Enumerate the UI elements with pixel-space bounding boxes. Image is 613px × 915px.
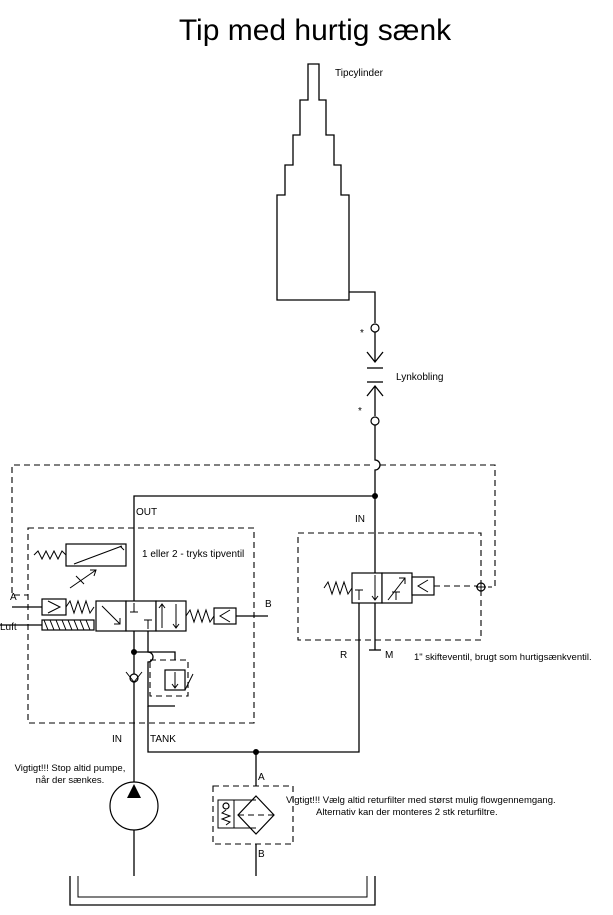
in-right-label: IN	[355, 514, 365, 525]
filter-warning-line-1: Vigtigt!!! Vælg altid returfilter med st…	[286, 795, 556, 806]
star-top-label: *	[360, 328, 364, 339]
pilot-line-left	[11, 464, 370, 596]
cylinder-line	[349, 291, 376, 323]
check-valve	[125, 671, 143, 683]
tank-icon	[69, 876, 376, 906]
in-left-label: IN	[112, 734, 122, 745]
port-a-label: A	[10, 592, 17, 603]
diagram-title: Tip med hurtig sænk	[179, 14, 452, 47]
quick-coupling	[366, 323, 384, 426]
filter-port-b-label: B	[258, 849, 265, 860]
switch-spring-icon	[323, 580, 353, 596]
telescopic-cylinder	[276, 63, 350, 301]
port-m-label: M	[385, 650, 393, 661]
switch-valve	[323, 572, 435, 604]
directional-valve	[95, 600, 187, 632]
filter-warning-line-2: Alternativ kan der monteres 2 stk returf…	[316, 807, 498, 818]
out-label: OUT	[136, 507, 157, 518]
pump-warning-line-2: når der sænkes.	[36, 775, 105, 786]
pressure-relief-valve	[149, 659, 194, 697]
return-filter	[212, 785, 294, 845]
pilot-line-right	[380, 464, 496, 588]
port-b-label: B	[265, 599, 272, 610]
port-r-label: R	[340, 650, 347, 661]
pressure-adjuster	[33, 543, 127, 589]
spring-left-icon	[65, 599, 95, 615]
out-line	[133, 495, 375, 602]
luft-label: Luft	[0, 622, 17, 633]
pressure-line	[374, 425, 381, 496]
spring-right-icon	[185, 608, 215, 624]
tank-label: TANK	[150, 734, 176, 745]
tipcylinder-label: Tipcylinder	[335, 68, 384, 79]
valve-solenoid	[213, 607, 237, 625]
tank-inner	[77, 876, 368, 898]
switch-valve-enclosure	[297, 532, 482, 641]
star-bottom-label: *	[358, 406, 362, 417]
lynkobling-label: Lynkobling	[396, 372, 443, 383]
pump-warning-line-1: Vigtigt!!! Stop altid pumpe,	[15, 763, 126, 774]
valve-description: 1 eller 2 - tryks tipventil	[142, 549, 244, 560]
tank-line	[147, 631, 175, 707]
filter-port-a-label: A	[258, 772, 265, 783]
switch-description: 1" skifteventil, brugt som hurtigsænkven…	[414, 652, 592, 663]
pump-icon	[109, 781, 159, 831]
relief-feed-line	[134, 651, 176, 660]
